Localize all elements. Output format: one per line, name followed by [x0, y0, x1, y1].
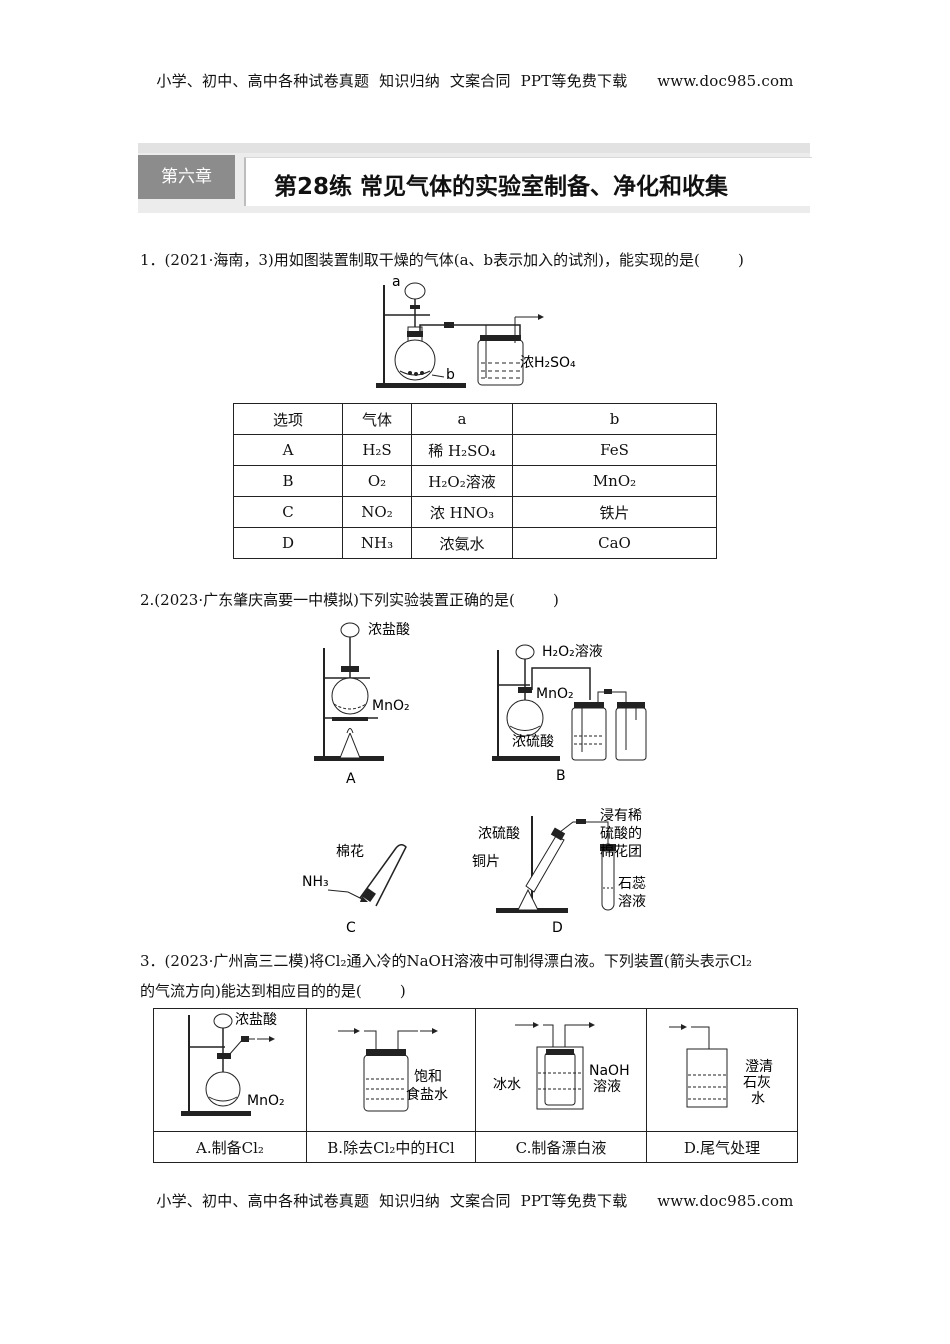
header-cell: 选项	[233, 403, 343, 435]
question-3-line-1: 3．(2023·广州高三二模)将Cl₂通入冷的NaOH溶液中可制得漂白液。下列装…	[140, 952, 753, 970]
label-saturated: 饱和	[414, 1069, 442, 1085]
figure-letter-b: B	[556, 768, 566, 784]
q2-figure-b: H₂O₂溶液 MnO₂ 浓硫酸 B	[492, 644, 647, 784]
header-cell: 气体	[342, 403, 412, 435]
cell: 稀 H₂SO₄	[411, 434, 513, 466]
label-q3-mno2: MnO₂	[247, 1093, 285, 1109]
table-row: C NO₂ 浓 HNO₃ 铁片	[233, 496, 717, 528]
q3-figure-row: 浓盐酸 MnO₂ 饱和 食盐水	[153, 1008, 798, 1132]
label-q3-conc-hcl: 浓盐酸	[235, 1012, 277, 1028]
label-conc-h2so4: 浓H₂SO₄	[520, 355, 576, 371]
q3-figure-table: 浓盐酸 MnO₂ 饱和 食盐水	[153, 1008, 798, 1163]
q3-figure-b: 饱和 食盐水	[338, 1028, 448, 1112]
q1-apparatus-figure: a b 浓H₂SO₄	[376, 275, 576, 388]
caption-b: B.除去Cl₂中的HCl	[306, 1131, 476, 1163]
q3-figure-c: 冰水 NaOH 溶液	[493, 1022, 630, 1110]
figure-letter-a: A	[346, 771, 356, 787]
header-cell: a	[411, 403, 513, 435]
label-solution: 溶液	[593, 1079, 621, 1095]
question-1-stem: 1．(2021·海南，3)用如图装置制取干燥的气体(a、b表示加入的试剂)，能实…	[140, 251, 744, 269]
table-row: D NH₃ 浓氨水 CaO	[233, 527, 717, 559]
label-cotton-d-1: 浸有稀	[600, 808, 642, 824]
label-nh3: NH₃	[302, 874, 329, 890]
figure-letter-d: D	[552, 920, 563, 936]
label-b: b	[446, 367, 455, 383]
label-litmus-2: 溶液	[618, 894, 646, 910]
q3-cell-b: 饱和 食盐水	[306, 1008, 476, 1132]
cell: H₂O₂溶液	[411, 465, 513, 497]
label-clear: 澄清	[745, 1059, 773, 1075]
cell: A	[233, 434, 343, 466]
q3-figure-d: 澄清 石灰 水	[669, 1024, 773, 1108]
chapter-banner: 第六章 第28练 常见气体的实验室制备、净化和收集	[138, 143, 812, 213]
cell: C	[233, 496, 343, 528]
cell: MnO₂	[512, 465, 717, 497]
cell: NH₃	[342, 527, 412, 559]
label-mno2-b: MnO₂	[536, 686, 574, 702]
caption-d: D.尾气处理	[646, 1131, 798, 1163]
q2-figure-a: 浓盐酸 MnO₂ A	[314, 622, 410, 787]
question-2-stem: 2.(2023·广东肇庆高要一中模拟)下列实验装置正确的是( )	[140, 591, 559, 609]
table-header-row: 选项 气体 a b	[233, 403, 717, 435]
label-cotton-d-2: 硫酸的	[600, 826, 642, 842]
label-h2o2: H₂O₂溶液	[542, 644, 603, 660]
table-row: B O₂ H₂O₂溶液 MnO₂	[233, 465, 717, 497]
page-header: 小学、初中、高中各种试卷真题 知识归纳 文案合同 PPT等免费下载 www.do…	[156, 72, 794, 90]
q3-cell-a: 浓盐酸 MnO₂	[153, 1008, 307, 1132]
figure-letter-c: C	[346, 920, 356, 936]
page-footer: 小学、初中、高中各种试卷真题 知识归纳 文案合同 PPT等免费下载 www.do…	[156, 1192, 794, 1210]
cell: O₂	[342, 465, 412, 497]
cell: NO₂	[342, 496, 412, 528]
label-conc-hcl: 浓盐酸	[368, 622, 410, 638]
page-title: 第28练 常见气体的实验室制备、净化和收集	[274, 174, 729, 200]
label-litmus-1: 石蕊	[618, 876, 646, 892]
cell: B	[233, 465, 343, 497]
label-cotton-d-3: 棉花团	[600, 843, 642, 860]
cell: 浓氨水	[411, 527, 513, 559]
label-conc-h2so4-b: 浓硫酸	[512, 734, 554, 750]
label-naoh: NaOH	[589, 1063, 630, 1079]
q3-cell-c: 冰水 NaOH 溶液	[475, 1008, 647, 1132]
label-brine: 食盐水	[406, 1086, 448, 1103]
cell: H₂S	[342, 434, 412, 466]
label-copper: 铜片	[472, 854, 500, 870]
cell: D	[233, 527, 343, 559]
label-water: 水	[751, 1091, 765, 1107]
label-ice-water: 冰水	[493, 1077, 521, 1093]
q2-figure-d: 浓硫酸 铜片 浸有稀 硫酸的 棉花团 石蕊 溶液 D	[472, 808, 646, 936]
q3-cell-d: 澄清 石灰 水	[646, 1008, 798, 1132]
banner-stripe	[138, 143, 810, 153]
q2-figure-c: NH₃ 棉花 C	[302, 843, 407, 936]
header-cell: b	[512, 403, 717, 435]
label-lime: 石灰	[743, 1075, 771, 1091]
q3-caption-row: A.制备Cl₂ B.除去Cl₂中的HCl C.制备漂白液 D.尾气处理	[153, 1131, 798, 1163]
cell: FeS	[512, 434, 717, 466]
title-box: 第28练 常见气体的实验室制备、净化和收集	[244, 157, 812, 206]
label-mno2: MnO₂	[372, 698, 410, 714]
q1-options-table: 选项 气体 a b A H₂S 稀 H₂SO₄ FeS B O₂ H₂O₂溶液 …	[233, 403, 717, 559]
question-3-line-2: 的气流方向)能达到相应目的的是( )	[140, 982, 406, 1000]
caption-c: C.制备漂白液	[475, 1131, 647, 1163]
label-a: a	[392, 275, 401, 290]
q3-figure-a: 浓盐酸 MnO₂	[181, 1012, 285, 1116]
label-cotton: 棉花	[336, 843, 364, 860]
chapter-tab: 第六章	[138, 155, 235, 199]
caption-a: A.制备Cl₂	[153, 1131, 307, 1163]
cell: 铁片	[512, 496, 717, 528]
label-conc-h2so4-d: 浓硫酸	[478, 826, 520, 842]
cell: 浓 HNO₃	[411, 496, 513, 528]
table-row: A H₂S 稀 H₂SO₄ FeS	[233, 434, 717, 466]
cell: CaO	[512, 527, 717, 559]
